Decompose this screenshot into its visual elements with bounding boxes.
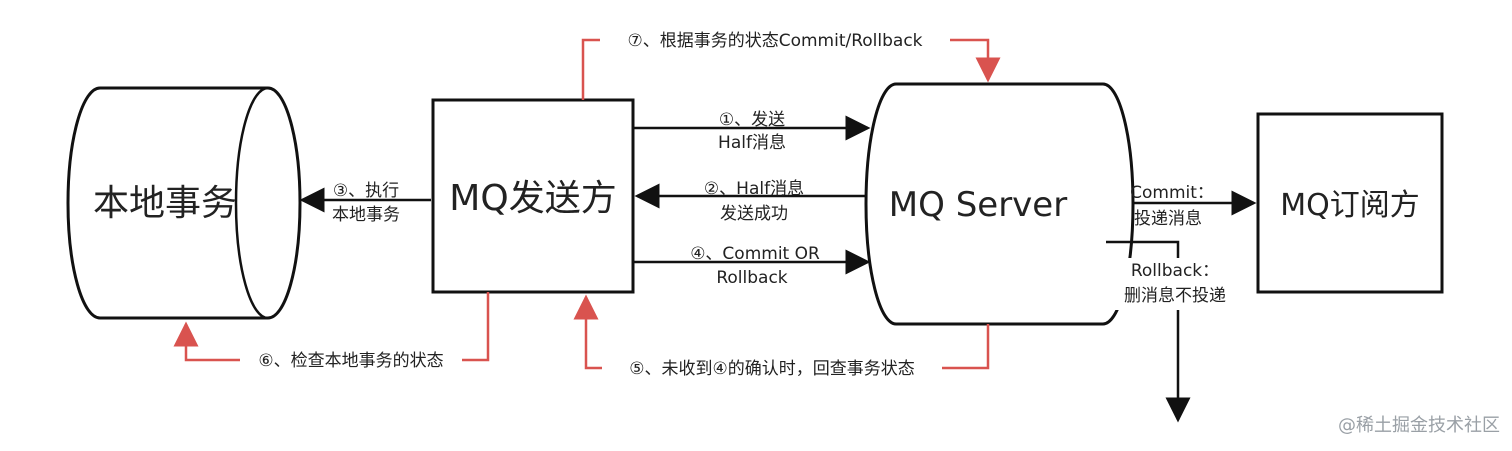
step4-label-line2: Rollback: [716, 268, 787, 288]
step1-label-line1: ①、发送: [719, 110, 785, 130]
step1-label-line2: Half消息: [718, 133, 786, 153]
edge-step7: ⑦、根据事务的状态Commit/Rollback: [581, 28, 1001, 100]
subscriber-label: MQ订阅方: [1280, 188, 1420, 223]
edge-step4: ④、Commit OR Rollback: [633, 244, 871, 288]
local-transaction-node: 本地事务: [66, 86, 302, 320]
step6-label: ⑥、检查本地事务的状态: [258, 351, 443, 371]
commit-label-line1: Commit：: [1130, 183, 1214, 203]
producer-node: MQ发送方: [431, 98, 635, 294]
mq-server-node: MQ Server: [864, 82, 1135, 326]
edge-step6: ⑥、检查本地事务的状态: [173, 292, 490, 372]
commit-label-line2: 投递消息: [1134, 209, 1202, 229]
subscriber-node: MQ订阅方: [1256, 112, 1444, 294]
rollback-label-line2: 删消息不投递: [1124, 286, 1226, 306]
step3-label-line2: 本地事务: [332, 205, 400, 225]
step7-label: ⑦、根据事务的状态Commit/Rollback: [627, 31, 922, 51]
edge-rollback: Rollback： 删消息不投递: [1106, 240, 1244, 423]
edge-commit: Commit： 投递消息: [1130, 183, 1257, 229]
step3-label-line1: ③、执行: [333, 181, 399, 201]
local-transaction-label: 本地事务: [93, 183, 237, 224]
edge-step5: ⑤、未收到④的确认时，回查事务状态: [573, 294, 990, 380]
producer-label: MQ发送方: [449, 178, 616, 219]
edge-step2: ②、Half消息 发送成功: [634, 179, 866, 224]
rollback-label-line1: Rollback：: [1131, 261, 1219, 281]
step2-label-line2: 发送成功: [720, 204, 788, 224]
step5-label: ⑤、未收到④的确认时，回查事务状态: [629, 359, 914, 379]
watermark-label: @稀土掘金技术社区: [1338, 415, 1500, 436]
step2-label-line1: ②、Half消息: [704, 179, 804, 199]
edge-step1: ①、发送 Half消息: [633, 110, 871, 153]
step4-label-line1: ④、Commit OR: [690, 244, 820, 264]
edge-step3: ③、执行 本地事务: [299, 181, 431, 225]
mq-server-label: MQ Server: [889, 185, 1067, 225]
